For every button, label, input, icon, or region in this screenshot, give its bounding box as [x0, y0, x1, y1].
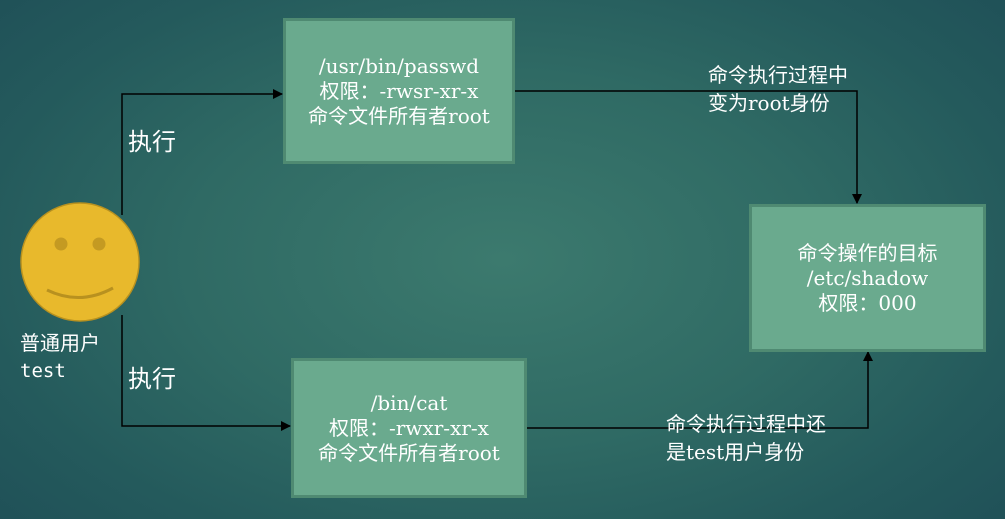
- target-permissions: 权限：000: [818, 290, 917, 315]
- cat-path: /bin/cat: [370, 390, 448, 415]
- cat-permissions: 权限：-rwxr-xr-x: [329, 415, 489, 440]
- user-label: 普通用户 test: [20, 329, 100, 385]
- note-bottom-line1: 命令执行过程中还: [666, 412, 826, 436]
- cat-command-box: /bin/cat 权限：-rwxr-xr-x 命令文件所有者root: [291, 358, 527, 498]
- user-label-role: 普通用户: [20, 331, 100, 355]
- passwd-owner: 命令文件所有者root: [308, 103, 490, 128]
- note-top-line2: 变为root身份: [708, 91, 830, 115]
- note-bottom-line2: 是test用户身份: [666, 440, 805, 464]
- passwd-to-target-arrow: [514, 90, 862, 204]
- cat-to-target-arrow: [526, 351, 873, 429]
- passwd-path: /usr/bin/passwd: [318, 53, 480, 78]
- smiley-face-icon: [20, 202, 140, 322]
- target-file-box: 命令操作的目标 /etc/shadow 权限：000: [749, 204, 986, 352]
- note-bottom: 命令执行过程中还 是test用户身份: [666, 410, 826, 466]
- passwd-command-box: /usr/bin/passwd 权限：-rwsr-xr-x 命令文件所有者roo…: [283, 18, 515, 164]
- passwd-permissions: 权限：-rwsr-xr-x: [319, 78, 479, 103]
- note-top-line1: 命令执行过程中: [708, 63, 848, 87]
- exec-line-trunk: [121, 89, 283, 215]
- note-top: 命令执行过程中 变为root身份: [708, 61, 848, 117]
- cat-owner: 命令文件所有者root: [318, 440, 500, 465]
- exec-label-bottom: 执行: [128, 365, 176, 393]
- exec-line-bottom: [121, 315, 291, 431]
- exec-label-top: 执行: [128, 128, 176, 156]
- target-path: /etc/shadow: [806, 265, 929, 290]
- user-label-name: test: [20, 360, 66, 382]
- target-title: 命令操作的目标: [797, 240, 938, 265]
